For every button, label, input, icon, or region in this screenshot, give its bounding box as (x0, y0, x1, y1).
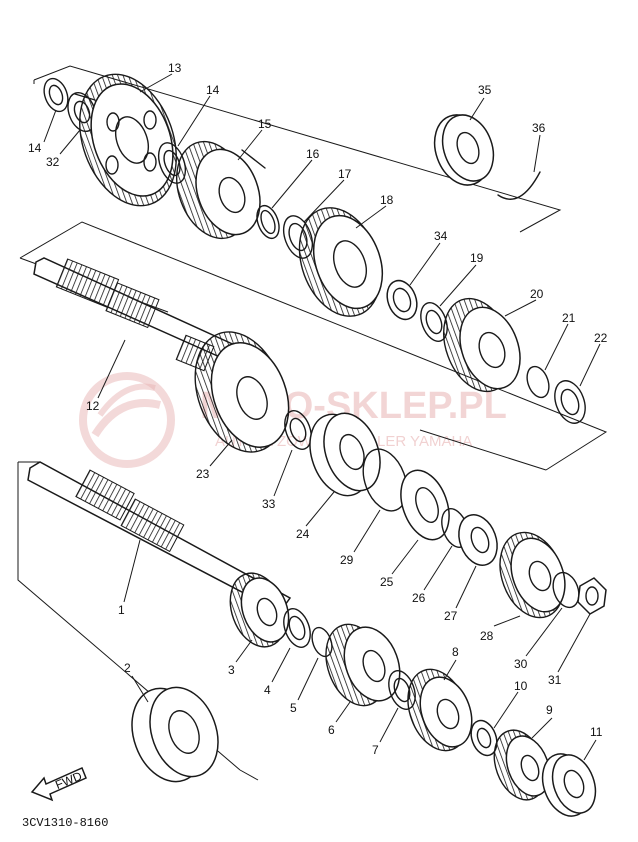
part-33-washer (284, 410, 312, 450)
callout-5: 5 (290, 701, 297, 715)
callout-34: 34 (434, 229, 448, 243)
callout-27: 27 (444, 609, 458, 623)
callout-19: 19 (470, 251, 484, 265)
fwd-arrow: FWD (30, 766, 87, 802)
callout-31: 31 (548, 673, 562, 687)
callout-14-right: 14 (206, 83, 220, 97)
callout-labels: 13 14 15 16 17 18 14 32 35 36 34 19 20 2… (28, 61, 608, 757)
callout-9: 9 (546, 703, 553, 717)
part-2-bearing (131, 686, 219, 783)
part-28-sprocket (499, 531, 566, 619)
part-14-washer-left (43, 77, 69, 113)
part-4-washer (283, 608, 311, 648)
callout-13: 13 (168, 61, 182, 75)
callout-22: 22 (594, 331, 608, 345)
part-6-gear (325, 623, 401, 707)
callout-12: 12 (86, 399, 100, 413)
callout-16: 16 (306, 147, 320, 161)
callout-24: 24 (296, 527, 310, 541)
callout-26: 26 (412, 591, 426, 605)
diagram-code: 3CV1310-8160 (22, 816, 108, 830)
part-13-gear (79, 73, 177, 207)
part-24-bearing (309, 412, 381, 497)
part-18-gear (298, 207, 384, 317)
part-31-nut (577, 577, 607, 615)
fwd-label: FWD (53, 769, 84, 792)
part-30-lock-washer (552, 571, 580, 609)
part-36-circlip (497, 171, 541, 200)
callout-15: 15 (258, 117, 272, 131)
callout-21: 21 (562, 311, 576, 325)
part-29-circlip (362, 448, 408, 512)
callout-6: 6 (328, 723, 335, 737)
watermark-logo-icon (79, 372, 175, 468)
callout-3: 3 (228, 663, 235, 677)
part-15-gear (176, 140, 266, 240)
callout-18: 18 (380, 193, 394, 207)
callout-10: 10 (514, 679, 528, 693)
callout-14-left: 14 (28, 141, 42, 155)
watermark: MOTO-SKLEP.PL AUTORYZOWANY DEALER YAMAHA (79, 372, 507, 468)
part-21-circlip (526, 365, 550, 399)
callout-2: 2 (124, 661, 131, 675)
part-3-gear (229, 572, 290, 648)
callout-7: 7 (372, 743, 379, 757)
callout-33: 33 (262, 497, 276, 511)
callout-23: 23 (196, 467, 210, 481)
part-10-bushing (470, 719, 498, 757)
callout-20: 20 (530, 287, 544, 301)
part-9-gear (493, 729, 551, 801)
part-20-gear (443, 297, 521, 393)
callout-35: 35 (478, 83, 492, 97)
callout-4: 4 (264, 683, 271, 697)
callout-28: 28 (480, 629, 494, 643)
part-22-washer (554, 380, 586, 424)
part-16-circlip (256, 204, 280, 240)
callout-11: 11 (590, 725, 603, 739)
callout-30: 30 (514, 657, 528, 671)
part-11-bearing (541, 753, 597, 817)
part-27-collar (458, 514, 498, 566)
group-outline-upper (33, 65, 562, 233)
leader-lines (43, 73, 601, 761)
callout-25: 25 (380, 575, 394, 589)
callout-36: 36 (532, 121, 546, 135)
callout-17: 17 (338, 167, 352, 181)
part-23-gear (194, 331, 290, 453)
callout-8: 8 (452, 645, 459, 659)
callout-1: 1 (118, 603, 125, 617)
part-34-bushing (386, 279, 418, 321)
callout-29: 29 (340, 553, 354, 567)
part-8-gear (407, 668, 473, 752)
part-25-seal (400, 469, 450, 541)
callout-32: 32 (46, 155, 60, 169)
part-35-bearing (433, 114, 495, 186)
